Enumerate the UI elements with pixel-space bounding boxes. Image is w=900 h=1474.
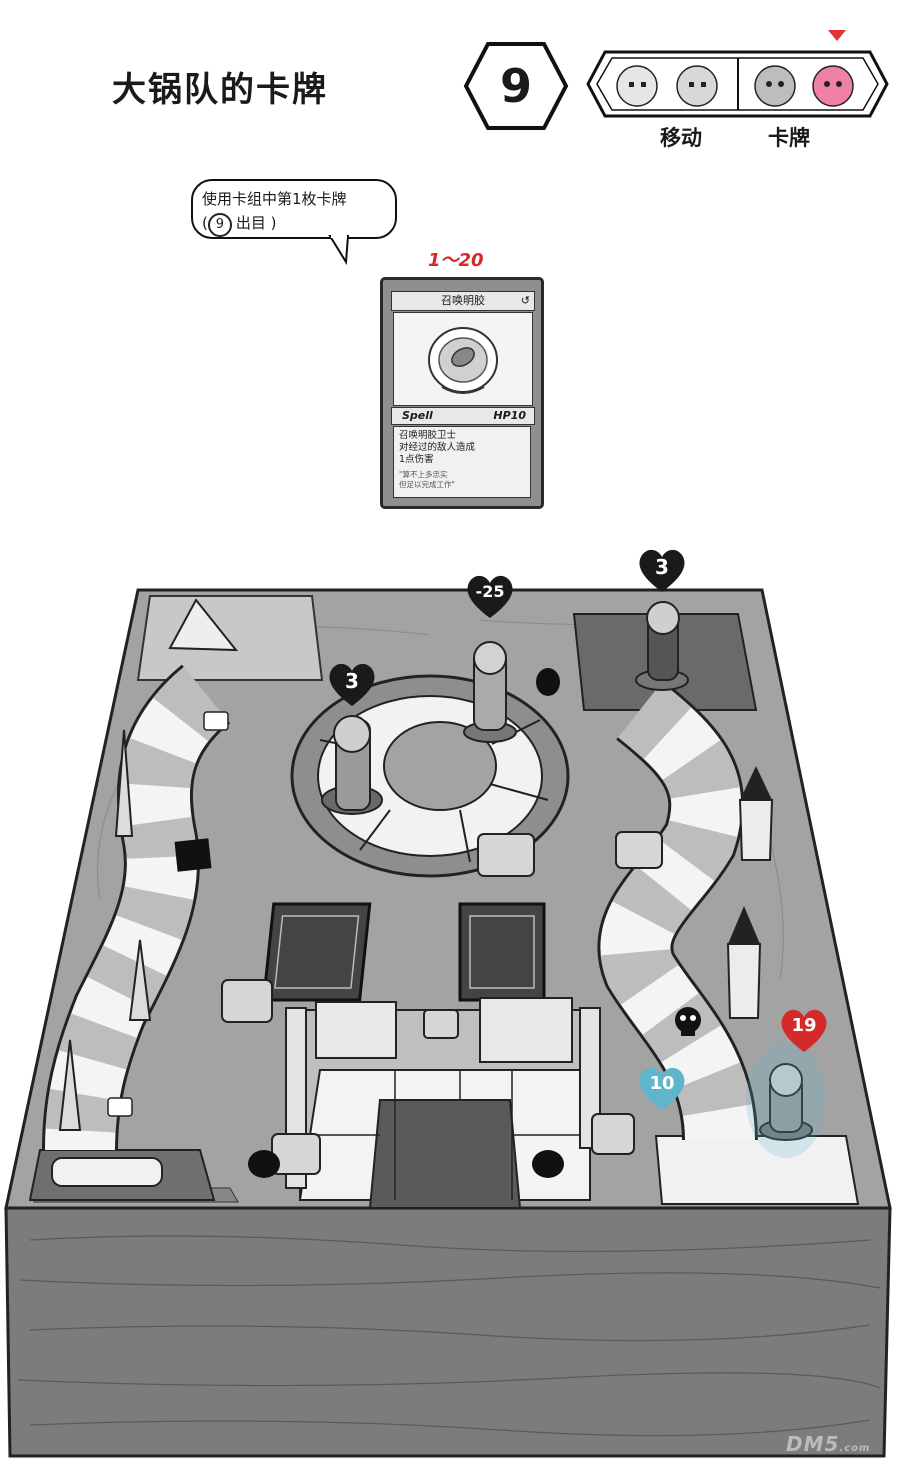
card-flavor-line: "算不上多忠实 (399, 470, 448, 479)
turn-label-move: 移动 (660, 126, 702, 150)
hp-heart-5: 10 (636, 1064, 688, 1116)
page-title: 大锅队的卡牌 (112, 70, 328, 110)
card-desc-line: 对经过的敌人造成 (399, 442, 476, 453)
bubble-paren: ( (202, 214, 208, 232)
heart-icon (639, 549, 685, 592)
card-flavor: "算不上多忠实 但足以完成工作" (399, 470, 525, 489)
hp-heart-3: 3 (326, 660, 378, 712)
heart-value: 10 (649, 1073, 675, 1094)
heart-value: 3 (345, 669, 359, 693)
bubble-text: 使用卡组中第1枚卡牌 (202, 190, 347, 208)
speech-bubble (191, 179, 397, 266)
card-hp: HP10 (493, 409, 526, 422)
hp-heart-1: -25 (464, 572, 516, 624)
card-type-bar: Spell HP10 (391, 407, 535, 425)
turn-hexagon-icon (463, 42, 569, 130)
heart-icon (639, 1067, 685, 1110)
jelly-orb-icon (428, 327, 498, 394)
portrait-icon (616, 65, 854, 107)
dice-number-badge: 9 (207, 213, 232, 237)
card-name-bar: 召唤明胶 ↺ (391, 291, 535, 311)
card-name: 召唤明胶 (441, 294, 485, 307)
heart-icon (781, 1009, 827, 1052)
bubble-suffix: 出目 ) (235, 214, 277, 232)
turn-label-card: 卡牌 (768, 126, 810, 150)
skull-icon (675, 1007, 701, 1036)
heart-icon (329, 663, 375, 706)
hp-heart-2: 3 (636, 546, 688, 598)
heart-value: 3 (655, 555, 669, 579)
heart-icon (467, 575, 513, 618)
heart-value: 19 (791, 1015, 817, 1036)
watermark-brand: DM5 (786, 1432, 840, 1456)
watermark-suffix: .com (839, 1443, 871, 1454)
turn-order-bar (586, 50, 889, 118)
card-desc-line: 召唤明胶卫士 (399, 430, 457, 441)
card-flavor-line: 但足以完成工作" (399, 479, 455, 489)
card-desc-line: 1点伤害 (399, 454, 434, 465)
card-range: 1～20 (428, 250, 484, 271)
turn-number: 9 (499, 59, 532, 113)
hp-heart-4: 19 (778, 1006, 830, 1058)
swirl-icon: ↺ (520, 294, 530, 307)
card-art (393, 312, 533, 406)
heart-value: -25 (475, 582, 505, 601)
card-type: Spell (402, 409, 433, 422)
watermark: DM5.com (786, 1432, 870, 1456)
game-board (4, 588, 892, 1458)
card-description: 召唤明胶卫士 对经过的敌人造成 1点伤害 "算不上多忠实 但足以完成工作" (393, 426, 531, 498)
spell-card[interactable]: 召唤明胶 ↺ Spell HP10 召唤明胶卫士 对经过的敌人造成 1点伤害 "… (380, 277, 544, 509)
turn-indicator-icon (828, 30, 846, 41)
